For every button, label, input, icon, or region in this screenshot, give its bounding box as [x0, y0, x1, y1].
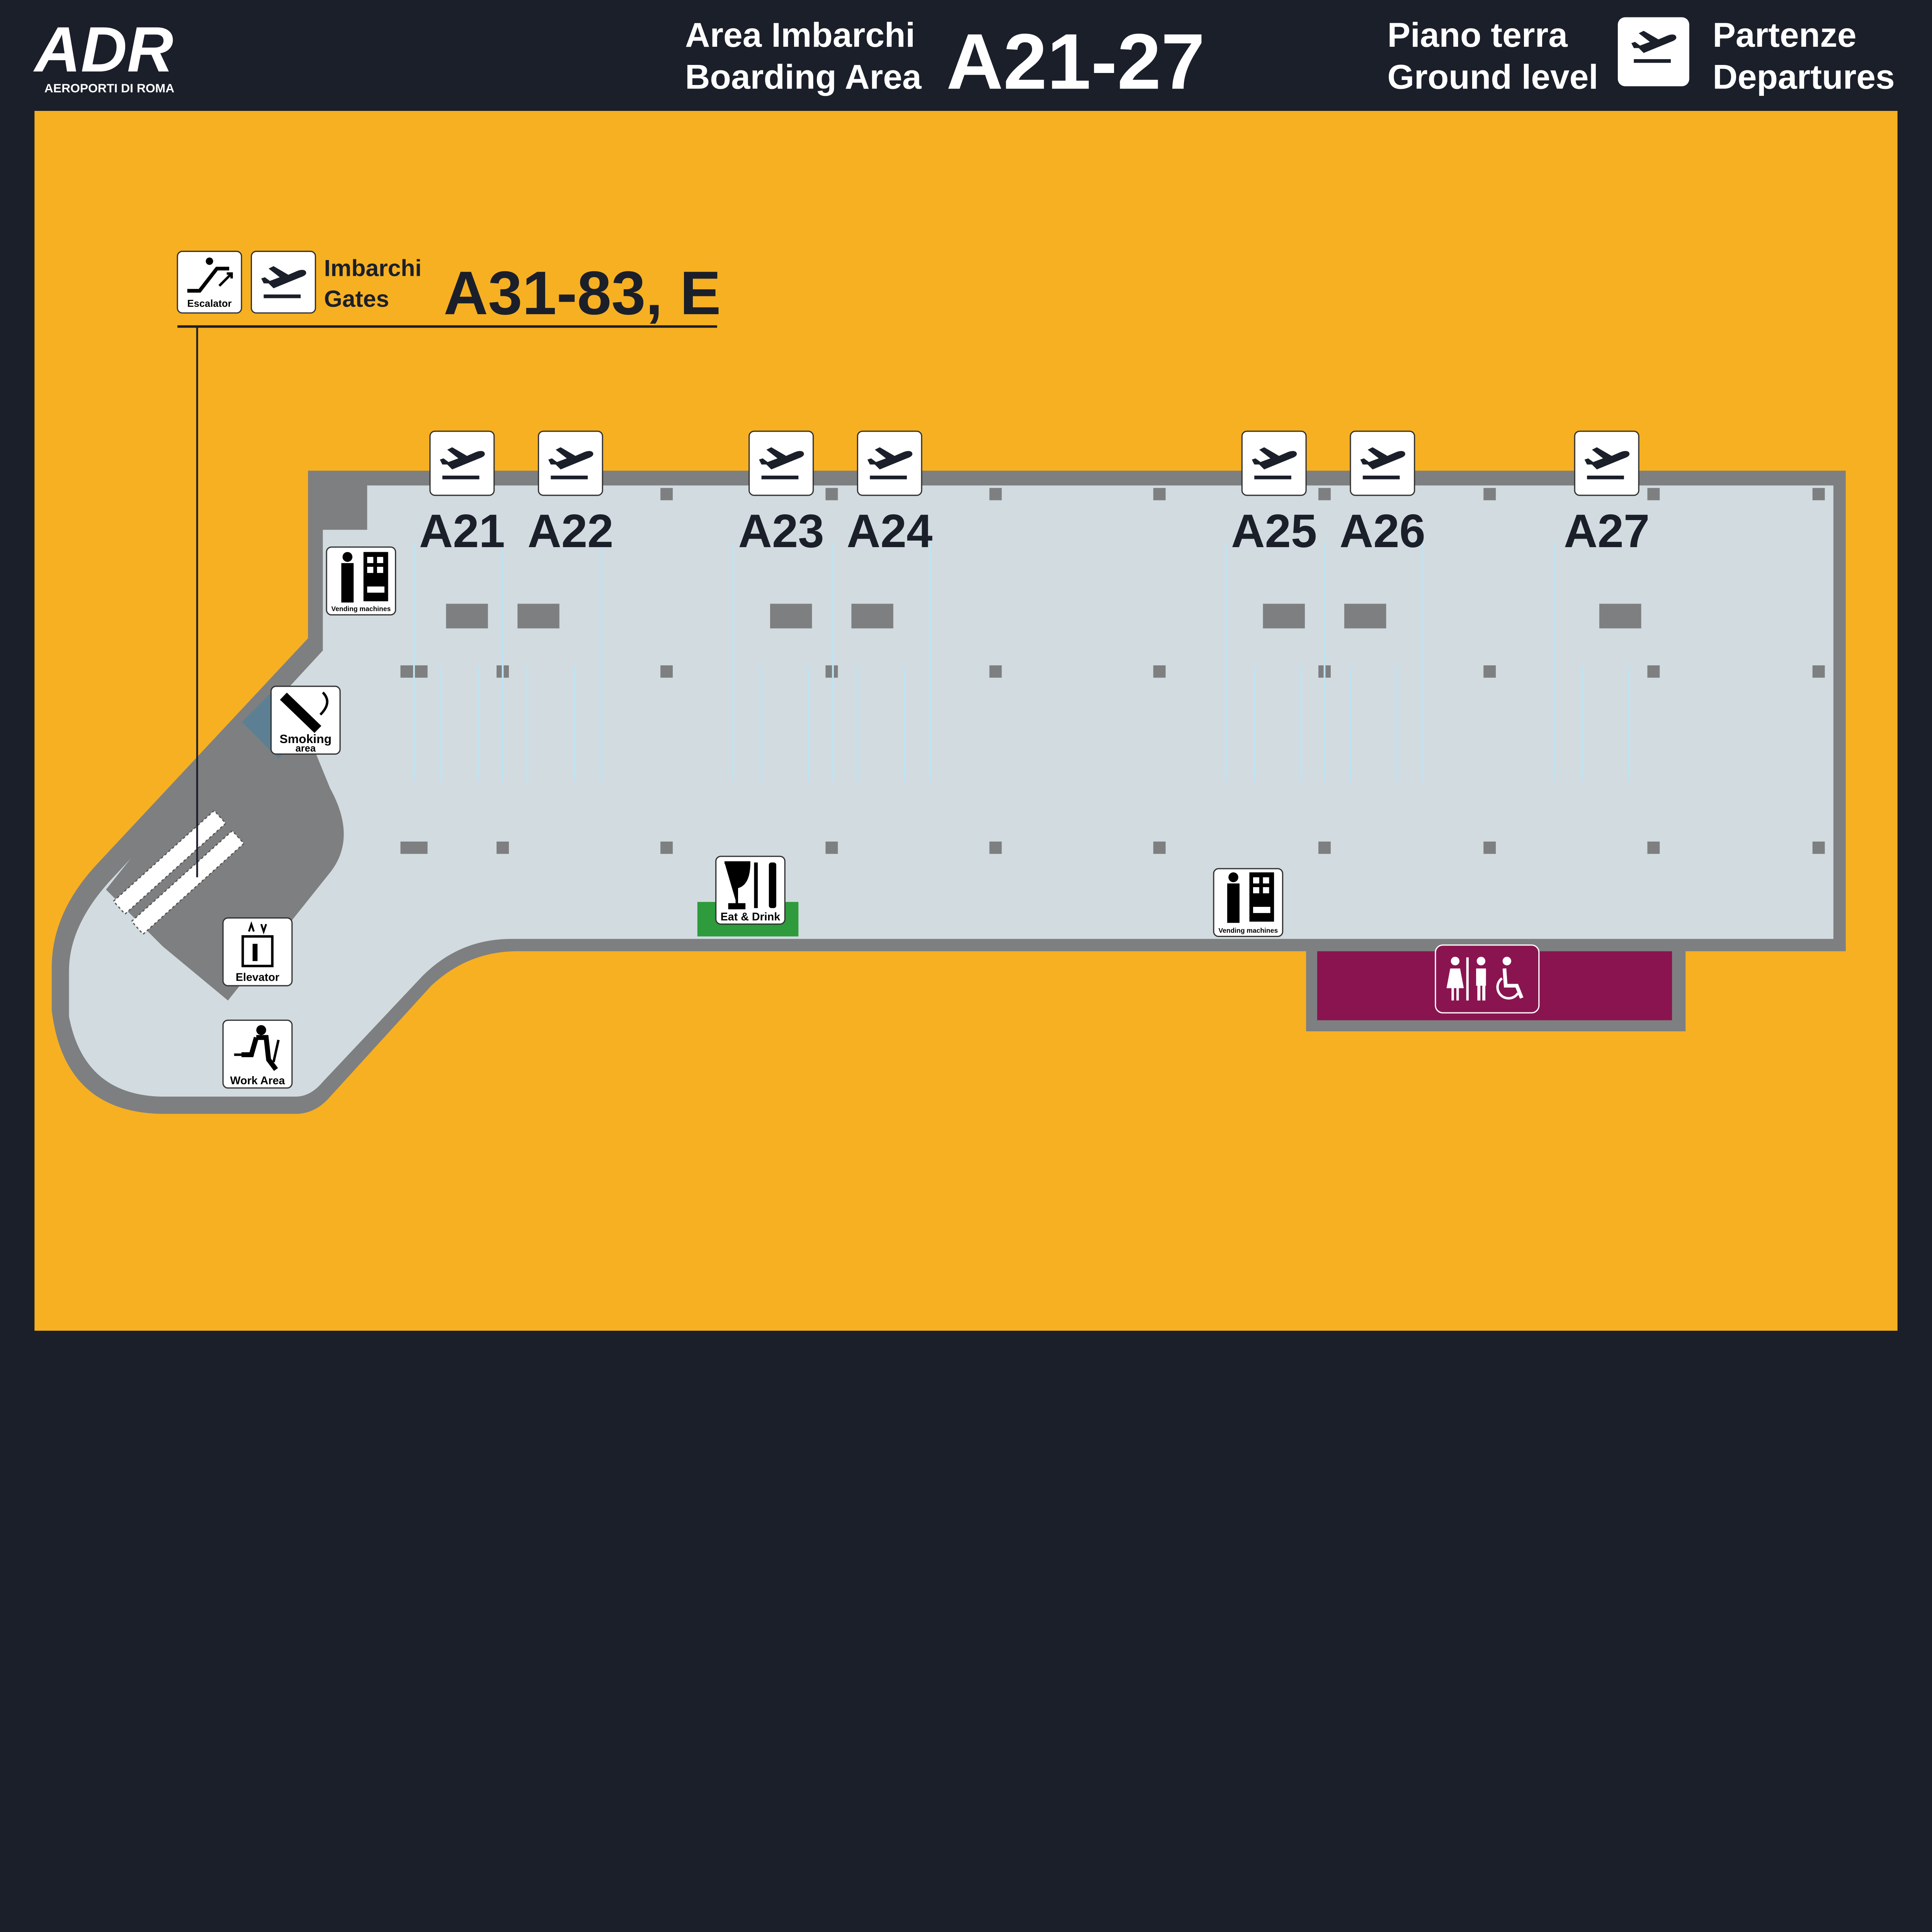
area-en: Boarding Area — [685, 58, 922, 96]
escalator-icon: Escalator — [177, 250, 242, 314]
level-it: Piano terra — [1388, 15, 1568, 54]
airport-map: ADR AEROPORTI DI ROMA Area Imbarchi Boar… — [33, 14, 1898, 1331]
gate-a21[interactable]: A21 — [419, 430, 505, 557]
direction-gates-a31-83[interactable]: Escalator Imbarchi Gates A31-83, E — [177, 250, 721, 878]
gate-a23[interactable]: A23 — [738, 430, 824, 557]
header: ADR AEROPORTI DI ROMA Area Imbarchi Boar… — [33, 14, 1895, 106]
vending-label: Vending machines — [331, 605, 391, 613]
departures-icon — [1617, 17, 1689, 87]
section-en: Departures — [1713, 58, 1895, 96]
elevator-icon — [242, 921, 274, 968]
food-drink-icon — [724, 861, 776, 910]
gate-label: A23 — [738, 505, 824, 557]
gate-label: A26 — [1340, 505, 1425, 557]
gates-it: Imbarchi — [324, 255, 422, 281]
work-area[interactable]: Work Area — [222, 1019, 293, 1089]
gate-label: A22 — [527, 505, 613, 557]
gate-a27[interactable]: A27 — [1564, 430, 1650, 557]
vending-machine-icon — [341, 552, 388, 603]
departures-icon — [250, 250, 316, 314]
queue-lanes — [413, 542, 1630, 781]
elevator[interactable]: Elevator — [222, 917, 293, 986]
gate-a22[interactable]: A22 — [527, 430, 614, 557]
smoking-area[interactable]: Smoking area — [270, 685, 341, 755]
restroom-icon — [1446, 957, 1524, 1001]
gate-label: A25 — [1231, 505, 1317, 557]
gate-label: A21 — [419, 505, 505, 557]
eat-drink-label: Eat & Drink — [721, 911, 781, 923]
eat-and-drink[interactable]: Eat & Drink — [715, 855, 786, 925]
gate-a24[interactable]: A24 — [847, 430, 932, 557]
smoking-icon — [280, 691, 328, 733]
vending-label: Vending machines — [1218, 927, 1278, 934]
logo: ADR — [33, 14, 173, 85]
level-en: Ground level — [1388, 58, 1599, 96]
gate-counters — [446, 604, 1641, 629]
logo-subtitle: AEROPORTI DI ROMA — [44, 81, 174, 95]
terminal-floor — [69, 485, 1833, 1097]
work-area-label: Work Area — [230, 1075, 286, 1087]
restrooms[interactable] — [1435, 944, 1540, 1014]
gate-a25[interactable]: A25 — [1231, 430, 1317, 557]
elevator-label: Elevator — [236, 971, 279, 983]
gate-label: A24 — [847, 505, 932, 557]
escalator-label: Escalator — [187, 298, 232, 309]
smoking-label: Smoking — [280, 732, 332, 746]
vending-machines-2[interactable]: Vending machines — [1213, 868, 1284, 937]
gate-label: A27 — [1564, 505, 1650, 557]
gate-a26[interactable]: A26 — [1340, 430, 1425, 557]
vending-machines-1[interactable]: Vending machines — [326, 546, 396, 616]
area-it: Area Imbarchi — [685, 15, 915, 54]
section-it: Partenze — [1713, 15, 1856, 54]
gates-code: A31-83, E — [444, 259, 721, 327]
smoking-label-2: area — [296, 743, 316, 754]
area-code: A21-27 — [946, 18, 1205, 106]
vending-machine-icon — [1227, 872, 1274, 923]
gates-en: Gates — [324, 286, 389, 312]
work-area-icon — [234, 1025, 280, 1071]
